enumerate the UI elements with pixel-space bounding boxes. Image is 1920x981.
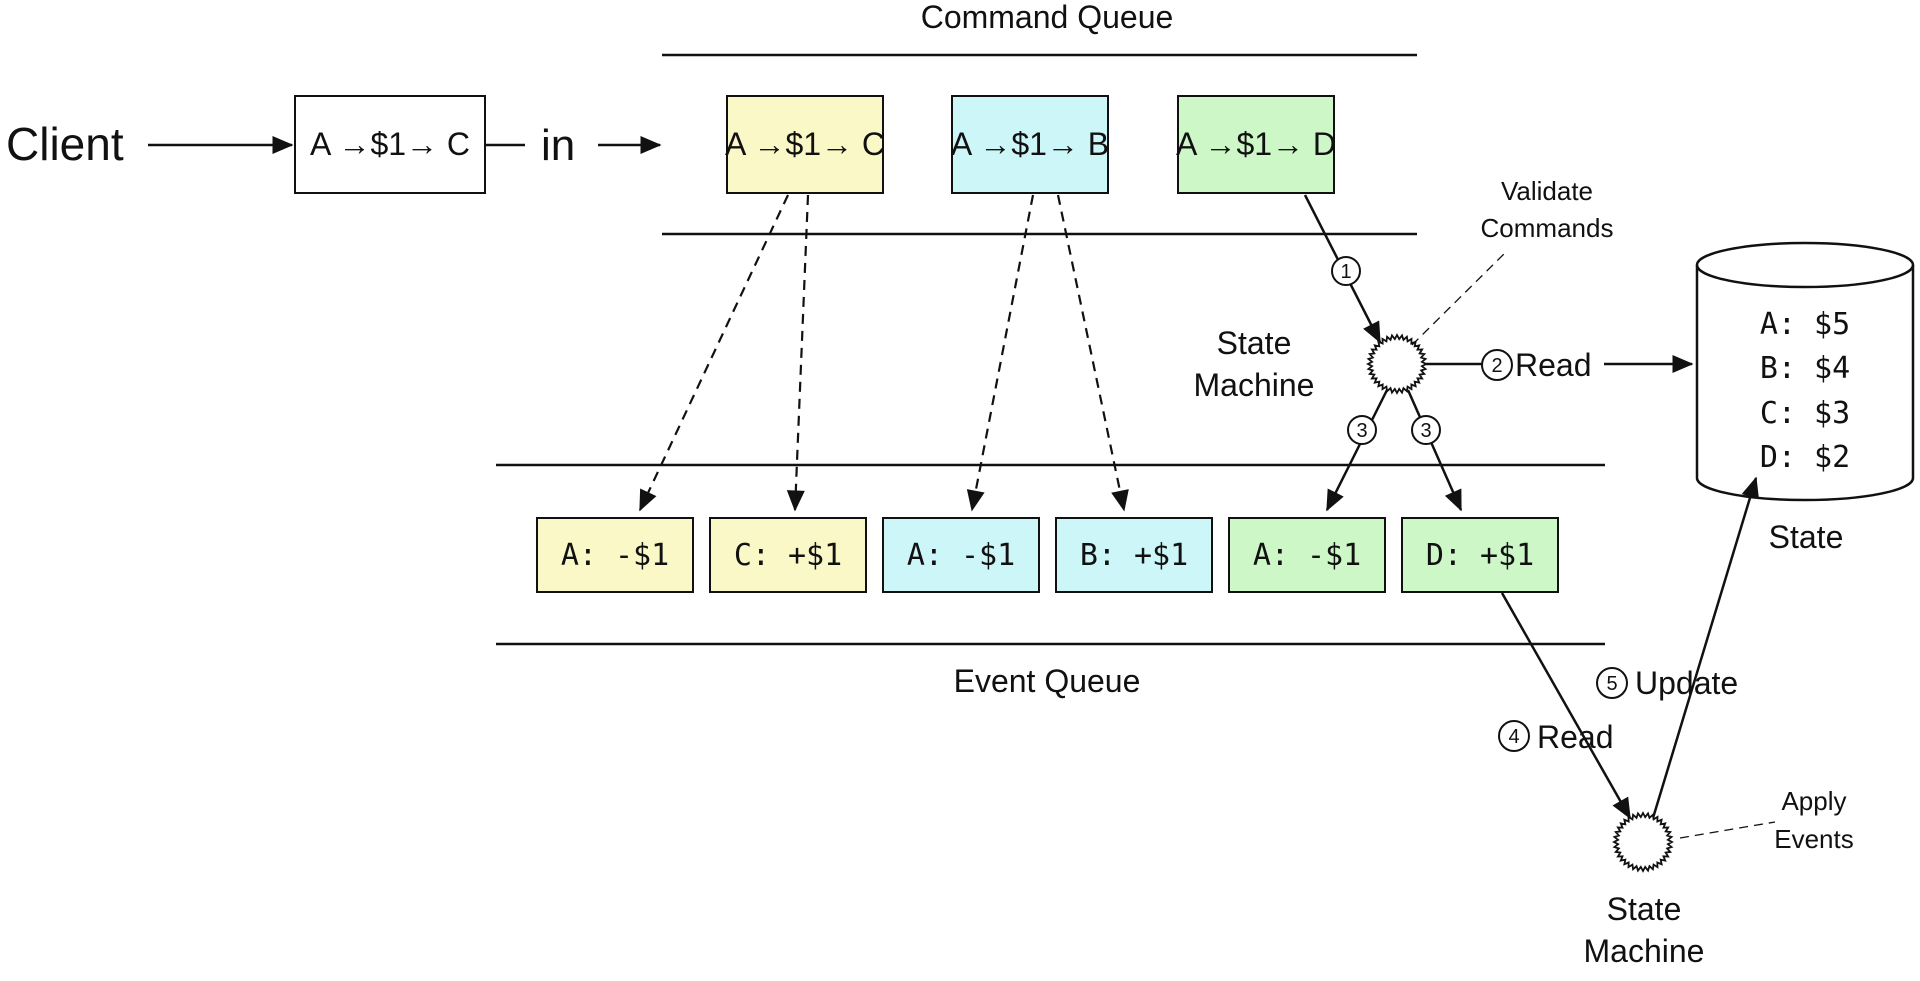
svg-text:3: 3 bbox=[1420, 420, 1431, 442]
step-3b-badge: 3 bbox=[1411, 415, 1441, 445]
apply-note-line1: Apply bbox=[1781, 786, 1846, 816]
state-machine-top-label-line1: State bbox=[1217, 325, 1292, 361]
client-label: Client bbox=[6, 118, 124, 170]
step-4-label: Read bbox=[1537, 719, 1614, 755]
command-event-dashed-links bbox=[639, 194, 1129, 512]
command-box-2: A →$1→ B bbox=[951, 95, 1109, 194]
event-text: C: +$1 bbox=[734, 538, 842, 573]
incoming-command-text: A →$1→ C bbox=[310, 126, 470, 162]
validate-note-leader bbox=[1411, 249, 1509, 346]
dashed-arrow bbox=[966, 194, 1035, 512]
dashed-arrow bbox=[1056, 194, 1129, 512]
update-arrow bbox=[1651, 476, 1759, 819]
step-4-badge: 4 bbox=[1498, 720, 1530, 752]
state-machine-bottom-node bbox=[1612, 811, 1674, 873]
event-text: D: +$1 bbox=[1426, 538, 1534, 573]
event-text: A: -$1 bbox=[907, 538, 1015, 573]
state-machine-top-label-line2: Machine bbox=[1194, 367, 1315, 403]
command-text: A →$1→ C bbox=[725, 126, 885, 162]
step-5-badge: 5 bbox=[1596, 667, 1628, 699]
event-box-3: A: -$1 bbox=[882, 517, 1040, 593]
state-entry: C: $3 bbox=[1760, 396, 1850, 431]
event-box-1: A: -$1 bbox=[536, 517, 694, 593]
state-database: A: $5 B: $4 C: $3 D: $2 bbox=[1695, 241, 1915, 502]
state-label: State bbox=[1769, 519, 1844, 555]
svg-text:5: 5 bbox=[1606, 673, 1617, 695]
event-text: A: -$1 bbox=[561, 538, 669, 573]
svg-text:1: 1 bbox=[1340, 261, 1351, 283]
event-queue-title: Event Queue bbox=[954, 663, 1141, 699]
dashed-arrow bbox=[639, 194, 789, 512]
command-queue-title: Command Queue bbox=[921, 0, 1174, 35]
event-box-5: A: -$1 bbox=[1228, 517, 1386, 593]
state-machine-to-event-arrow-1 bbox=[1325, 389, 1389, 512]
step-5-label: Update bbox=[1635, 665, 1738, 701]
event-to-state-machine-arrow bbox=[1500, 592, 1632, 820]
step-1-badge: 1 bbox=[1331, 256, 1361, 286]
svg-text:4: 4 bbox=[1508, 726, 1519, 748]
event-text: A: -$1 bbox=[1253, 538, 1361, 573]
command-text: A →$1→ D bbox=[1176, 126, 1336, 162]
state-machine-to-event-arrow-2 bbox=[1406, 389, 1463, 512]
state-machine-bottom-label-line1: State bbox=[1607, 891, 1682, 927]
incoming-command-box: A →$1→ C bbox=[294, 95, 486, 194]
state-entry: B: $4 bbox=[1760, 351, 1850, 386]
event-box-6: D: +$1 bbox=[1401, 517, 1559, 593]
svg-text:3: 3 bbox=[1356, 420, 1367, 442]
command-text: A →$1→ B bbox=[951, 126, 1109, 162]
state-machine-bottom-label-line2: Machine bbox=[1584, 933, 1705, 969]
step-3a-badge: 3 bbox=[1347, 415, 1377, 445]
validate-note-line2: Commands bbox=[1481, 213, 1614, 243]
event-box-4: B: +$1 bbox=[1055, 517, 1213, 593]
state-entry: A: $5 bbox=[1760, 307, 1850, 342]
state-entry: D: $2 bbox=[1760, 440, 1850, 475]
command-box-1: A →$1→ C bbox=[725, 95, 885, 194]
step-2-label: Read bbox=[1515, 347, 1592, 383]
apply-note-line2: Events bbox=[1774, 824, 1854, 854]
event-box-2: C: +$1 bbox=[709, 517, 867, 593]
apply-note-leader bbox=[1679, 821, 1776, 839]
dashed-arrow bbox=[786, 194, 810, 512]
event-text: B: +$1 bbox=[1080, 538, 1188, 573]
step-2-badge: 2 bbox=[1481, 349, 1513, 381]
in-label: in bbox=[541, 121, 575, 170]
command-box-3: A →$1→ D bbox=[1176, 95, 1336, 194]
svg-text:2: 2 bbox=[1491, 355, 1502, 377]
validate-note-line1: Validate bbox=[1501, 176, 1593, 206]
state-machine-top-node bbox=[1366, 333, 1428, 395]
